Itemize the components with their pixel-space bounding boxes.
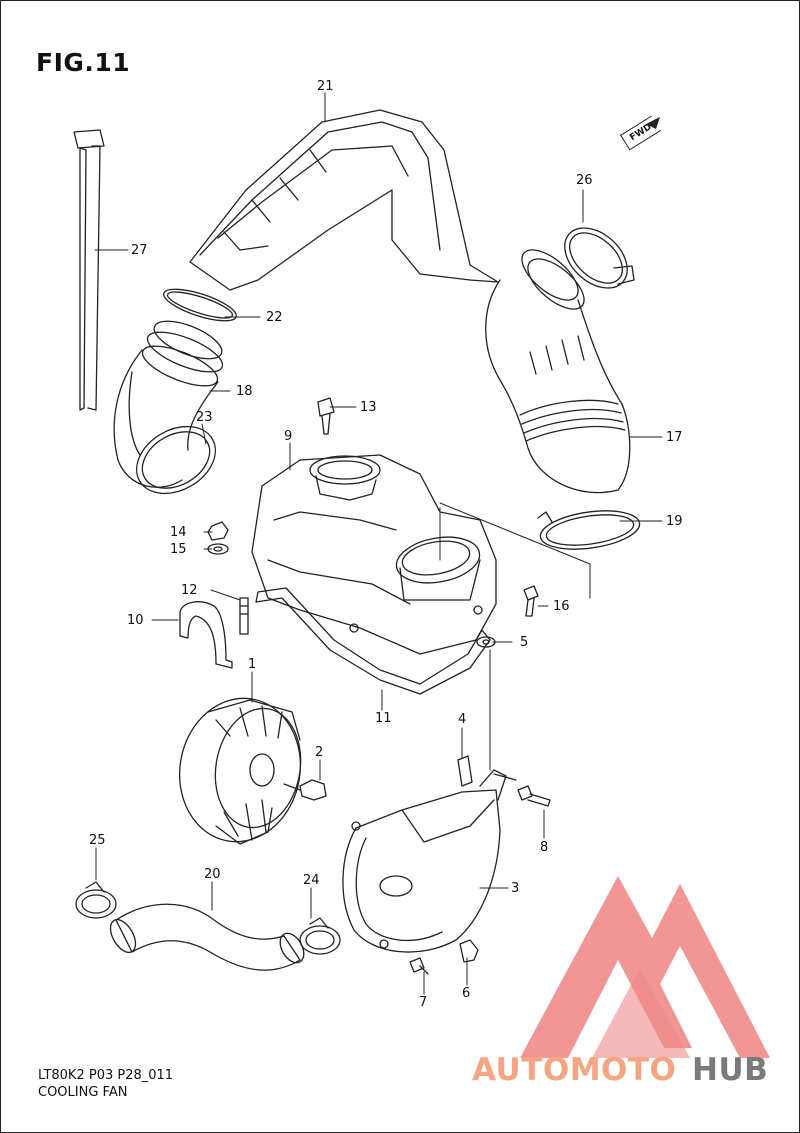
cap-6 bbox=[459, 939, 479, 963]
nut-14 bbox=[207, 521, 229, 541]
stud-12 bbox=[239, 597, 249, 635]
seal-11 bbox=[255, 587, 491, 695]
callout-8: 8 bbox=[540, 840, 549, 855]
callout-5: 5 bbox=[520, 635, 529, 650]
figure-title: FIG.11 bbox=[36, 48, 131, 77]
bellows-hose-17 bbox=[485, 249, 631, 494]
callout-14: 14 bbox=[170, 525, 187, 540]
callout-25: 25 bbox=[89, 833, 106, 848]
bracket-10 bbox=[179, 601, 233, 669]
callout-6: 6 bbox=[462, 986, 471, 1001]
leader-lines bbox=[94, 92, 663, 995]
screw-8 bbox=[517, 785, 551, 807]
callout-15: 15 bbox=[170, 542, 187, 557]
callout-22: 22 bbox=[266, 310, 283, 325]
clamp-19 bbox=[537, 510, 641, 550]
washer-5 bbox=[476, 636, 496, 648]
callout-3: 3 bbox=[511, 881, 520, 896]
washer-15 bbox=[207, 543, 229, 555]
fwd-arrow-icon bbox=[646, 117, 660, 129]
diagram-caption: COOLING FAN bbox=[38, 1085, 128, 1100]
callout-21: 21 bbox=[317, 79, 334, 94]
callout-16: 16 bbox=[553, 599, 570, 614]
callout-19: 19 bbox=[666, 514, 683, 529]
callout-20: 20 bbox=[204, 867, 221, 882]
callout-13: 13 bbox=[360, 400, 377, 415]
callout-10: 10 bbox=[127, 613, 144, 628]
callout-11: 11 bbox=[375, 711, 392, 726]
callout-2: 2 bbox=[315, 745, 324, 760]
hose-20 bbox=[109, 903, 305, 971]
screw-7 bbox=[409, 957, 429, 975]
intake-hose-18 bbox=[113, 320, 224, 488]
callout-9: 9 bbox=[284, 429, 293, 444]
callout-18: 18 bbox=[236, 384, 253, 399]
shroud-9 bbox=[251, 454, 497, 655]
callout-27: 27 bbox=[131, 243, 148, 258]
air-duct-21 bbox=[189, 109, 499, 291]
callout-17: 17 bbox=[666, 430, 683, 445]
callout-23: 23 bbox=[196, 410, 213, 425]
watermark-logo bbox=[520, 876, 770, 1058]
clamp-25 bbox=[75, 881, 117, 919]
pin-4 bbox=[457, 755, 473, 787]
clamp-22 bbox=[163, 288, 237, 322]
callout-1: 1 bbox=[248, 657, 257, 672]
screw-16 bbox=[523, 585, 539, 617]
diagram-code: LT80K2 P03 P28_011 bbox=[38, 1068, 174, 1083]
clamp-23 bbox=[136, 425, 216, 495]
clamp-24 bbox=[299, 917, 341, 955]
callout-12: 12 bbox=[181, 583, 198, 598]
fan-1 bbox=[178, 697, 302, 845]
bolt-13 bbox=[317, 397, 335, 435]
callout-4: 4 bbox=[458, 712, 467, 727]
callout-7: 7 bbox=[419, 995, 428, 1010]
bolt-2 bbox=[283, 779, 327, 801]
watermark-text-automoto: AUTOMOTO bbox=[472, 1052, 677, 1088]
clamp-26 bbox=[564, 227, 635, 289]
watermark-text-hub: HUB bbox=[692, 1052, 769, 1088]
fan-case-3 bbox=[342, 769, 517, 953]
callout-24: 24 bbox=[303, 873, 320, 888]
cable-tie-27 bbox=[73, 129, 105, 411]
callout-26: 26 bbox=[576, 173, 593, 188]
